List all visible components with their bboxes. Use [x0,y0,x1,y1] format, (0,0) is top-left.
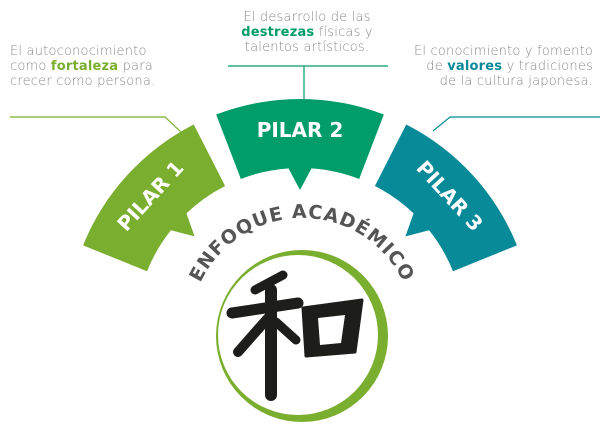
pilar-1-description: El autoconocimiento como fortaleza para … [10,44,156,89]
connector-line-pilar-1 [10,116,183,134]
pilar-1-segment [83,124,226,272]
connector-line-pilar-3 [432,116,600,132]
pilar-2-description: El desarrollo de las destrezas físicas y… [241,10,373,55]
kanji-wa-icon [226,270,364,401]
emblem-inner [218,255,378,415]
pilar-3-segment [374,124,517,272]
pilar-2-label: PILAR 2 [257,118,344,142]
pilar-2-segment [216,99,384,190]
pilar-3-description: El conocimiento y fomento de valores y t… [413,44,593,89]
